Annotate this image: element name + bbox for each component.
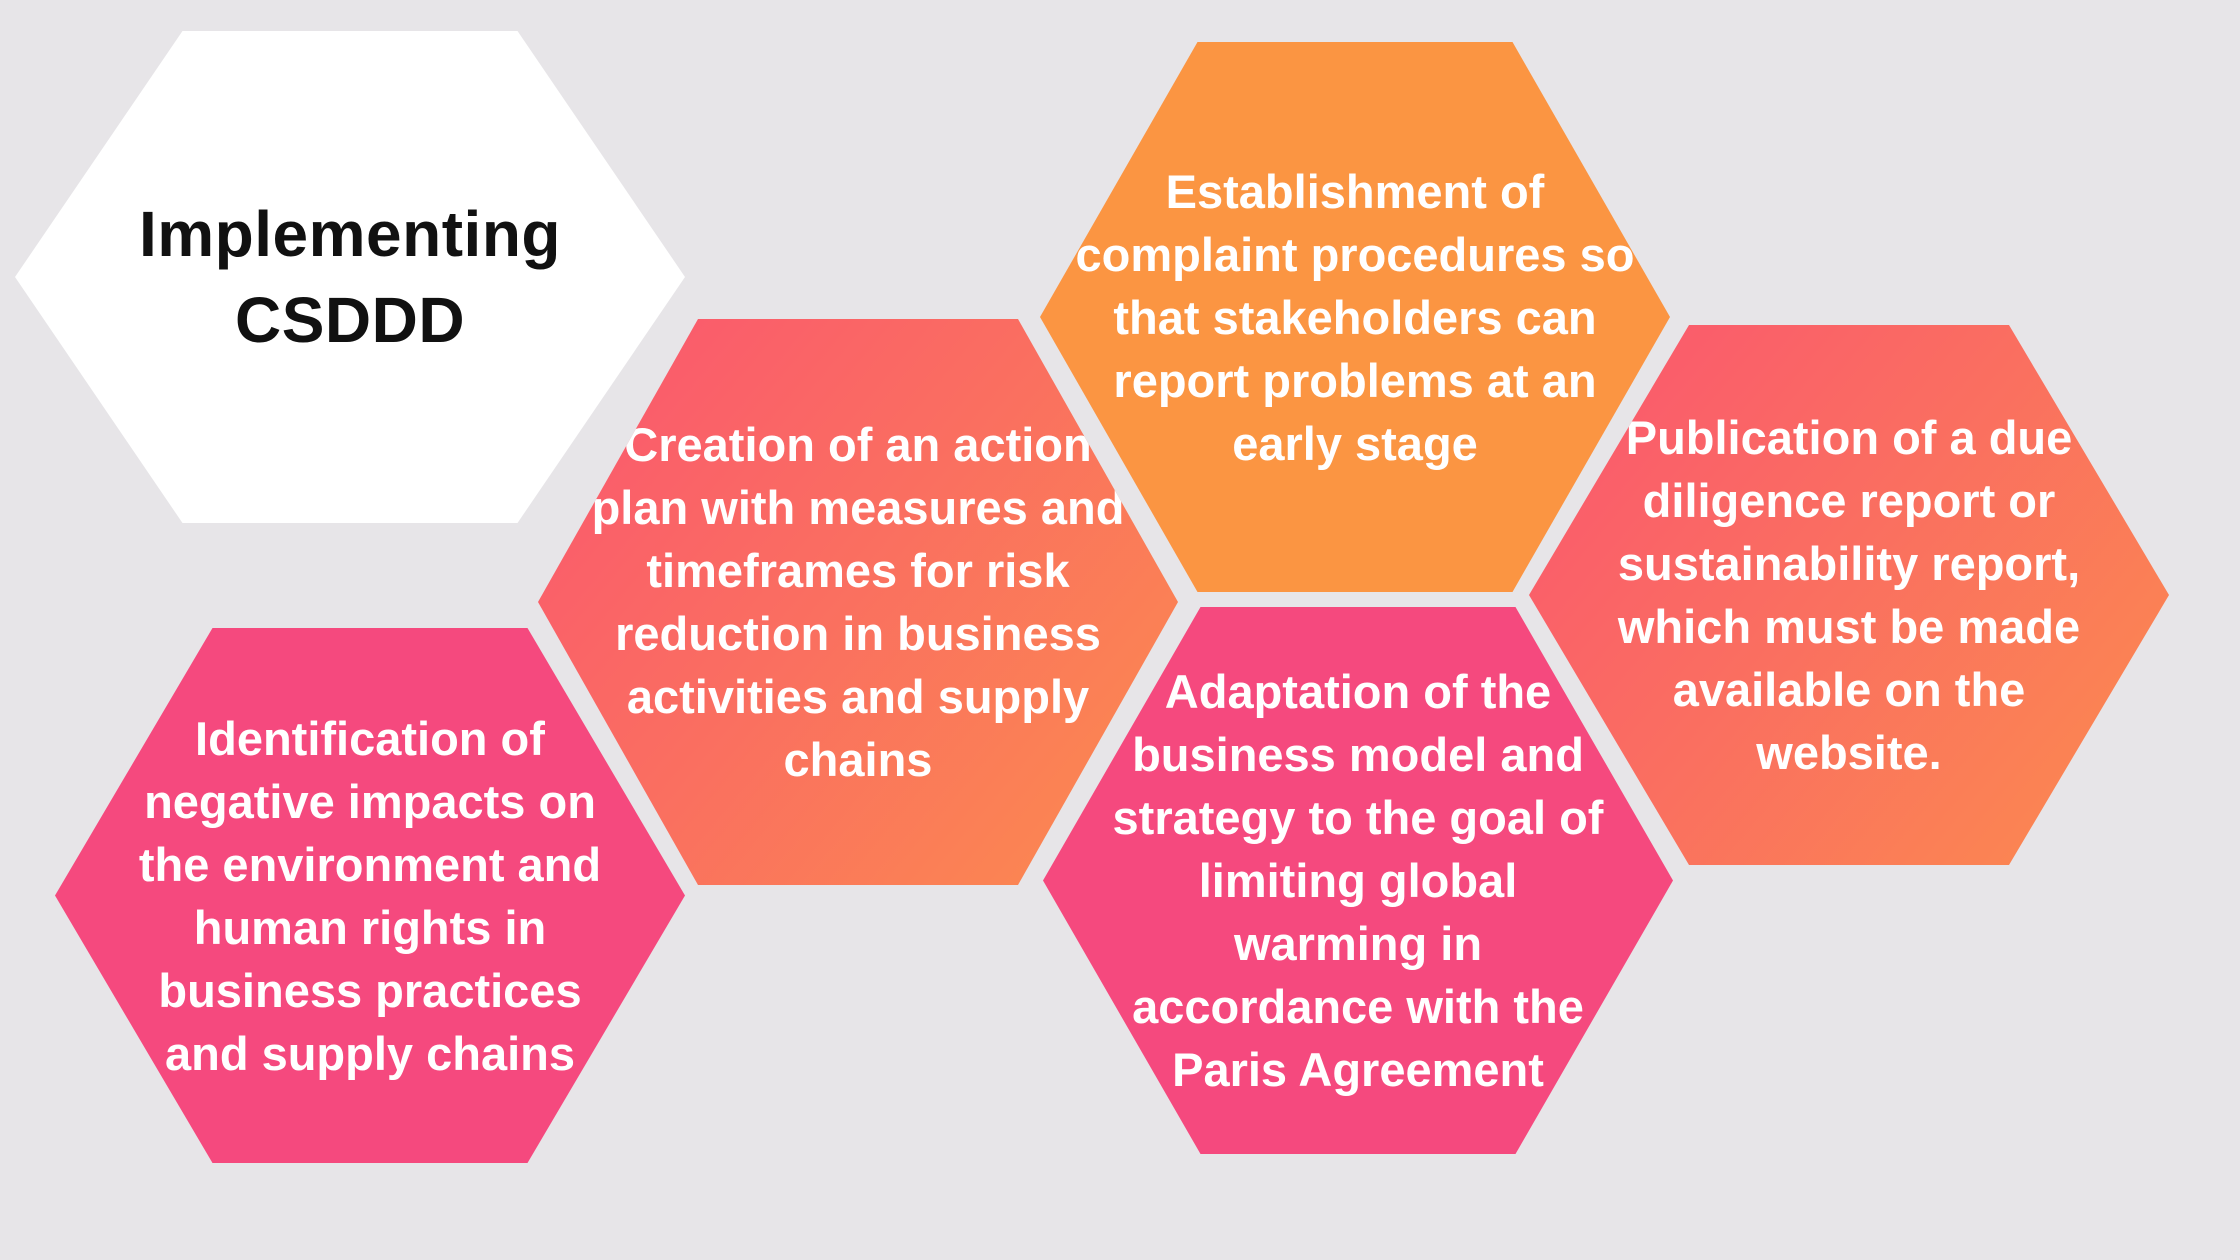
hexagon-publication-label: Publication of a due diligence report or… [1617, 411, 2081, 779]
hexagon-identification: Identification of negative impacts on th… [55, 628, 685, 1163]
hexagon-title: Implementing CSDDD [15, 31, 685, 523]
hexagon-adaptation: Adaptation of the business model and str… [1043, 607, 1673, 1154]
hexagon-publication: Publication of a due diligence report or… [1529, 325, 2169, 865]
hexagon-identification-label: Identification of negative impacts on th… [138, 711, 602, 1080]
hexagon-establishment: Establishment of complaint procedures so… [1040, 42, 1670, 592]
hexagon-adaptation-label: Adaptation of the business model and str… [1112, 665, 1604, 1096]
hexagon-establishment-label: Establishment of complaint procedures so… [1075, 164, 1635, 470]
hexagon-creation: Creation of an action plan with measures… [538, 319, 1178, 885]
hexagon-creation-label: Creation of an action plan with measures… [591, 418, 1125, 786]
page-title: Implementing CSDDD [138, 198, 562, 356]
